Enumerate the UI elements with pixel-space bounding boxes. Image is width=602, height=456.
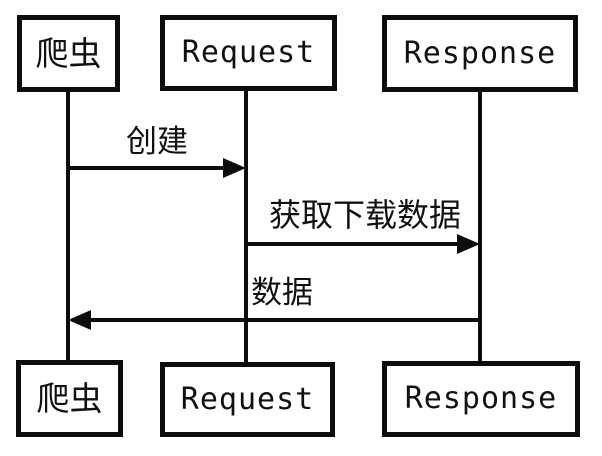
actor-label: 爬虫 [35, 34, 102, 73]
message-label-create: 创建 [126, 124, 188, 160]
actor-box-crawler-bottom: 爬虫 [16, 360, 123, 437]
arrow-create [68, 158, 246, 178]
message-label-fetch-download-data: 获取下载数据 [268, 196, 462, 234]
actor-label: Request [180, 381, 315, 417]
actor-label: Response [403, 35, 557, 71]
actor-label: Request [181, 35, 316, 70]
actor-box-request-top: Request [160, 15, 337, 91]
arrow-data [68, 310, 480, 330]
message-label-data: 数据 [251, 275, 313, 311]
actor-box-request-bottom: Request [160, 362, 335, 437]
actor-box-crawler-top: 爬虫 [17, 15, 120, 92]
actor-label: Response [404, 381, 558, 416]
actor-box-response-bottom: Response [382, 361, 580, 437]
actor-label: 爬虫 [36, 379, 103, 418]
arrow-fetch-download-data [246, 234, 480, 254]
actor-box-response-top: Response [382, 15, 578, 92]
